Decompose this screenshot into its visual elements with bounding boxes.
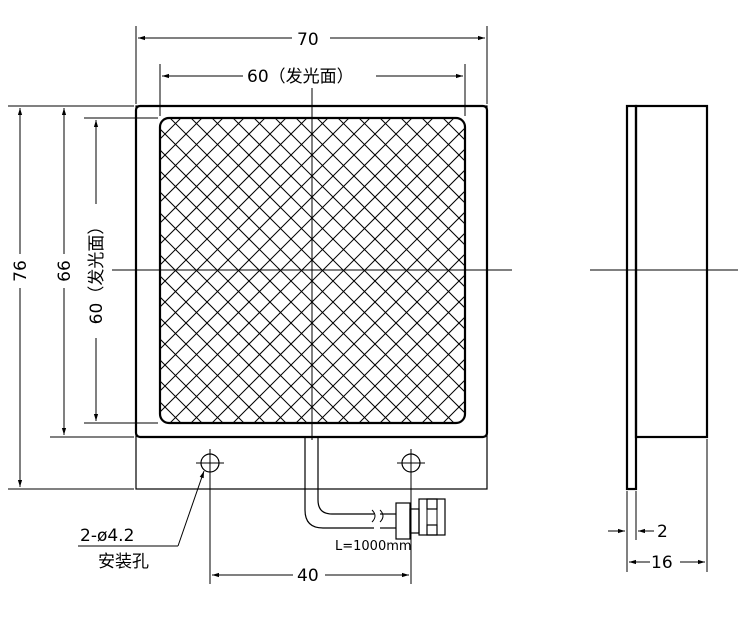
- dim-overall-width: 70: [135, 26, 488, 104]
- dim-emitting-width: 60（发光面）: [159, 64, 466, 116]
- mounting-hole-left: [196, 449, 224, 477]
- hole-callout: 2-ø4.2 安装孔: [78, 470, 205, 572]
- side-view: 2 16: [590, 104, 738, 573]
- mounting-hole-right: [397, 449, 425, 477]
- dim-total-thickness: 16: [629, 439, 708, 573]
- svg-text:40: 40: [297, 566, 319, 586]
- svg-text:2: 2: [657, 522, 668, 542]
- dim-plate-height: 66: [50, 108, 134, 438]
- dim-overall-height: 76: [8, 105, 134, 490]
- svg-text:2-ø4.2: 2-ø4.2: [80, 526, 134, 546]
- dim-plate-thickness: 2: [608, 491, 668, 572]
- svg-text:76: 76: [11, 260, 31, 282]
- side-light-body: [634, 104, 709, 439]
- cable: [304, 437, 396, 529]
- cable-length-label: L=1000mm: [335, 539, 412, 554]
- svg-text:安装孔: 安装孔: [98, 552, 149, 572]
- dim-emitting-height: 60（发光面）: [84, 117, 158, 424]
- svg-text:70: 70: [297, 30, 319, 50]
- side-base-plate: [625, 104, 638, 491]
- svg-text:60（发光面）: 60（发光面）: [87, 218, 107, 325]
- dim-hole-spacing: 40: [209, 474, 412, 586]
- svg-text:16: 16: [651, 553, 673, 573]
- svg-text:60（发光面）: 60（发光面）: [247, 67, 354, 87]
- svg-text:66: 66: [55, 260, 75, 282]
- connector: [395, 498, 446, 540]
- front-view: L=1000mm 70 60（发光面） 76: [8, 26, 512, 586]
